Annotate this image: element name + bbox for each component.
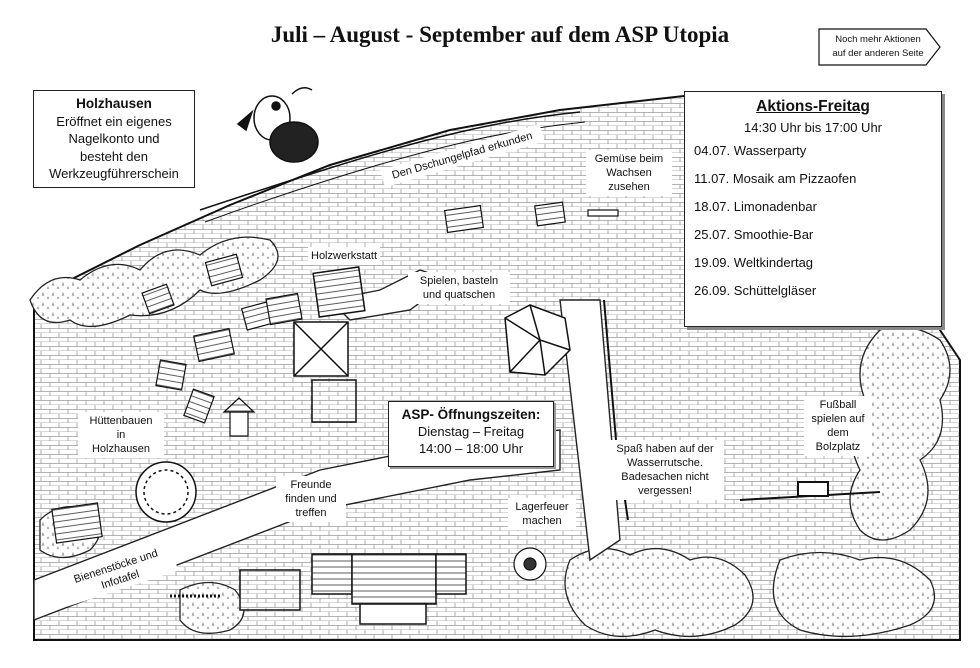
trampoline [135, 461, 197, 523]
event-item: 25.07. Smoothie-Bar [694, 227, 814, 242]
bolzplatz-goal [739, 481, 881, 501]
event-item: 18.07. Limonadenbar [694, 199, 817, 214]
campfire [513, 547, 547, 581]
aktions-freitag-box: Aktions-Freitag 14:30 Uhr bis 17:00 Uhr … [684, 91, 942, 327]
next-page-line-2: auf der anderen Seite [832, 48, 924, 59]
greenhouse [443, 201, 619, 234]
holzhausen-line: besteht den [80, 148, 148, 164]
huts [51, 253, 303, 544]
holzhausen-line: Nagelkonto und [68, 131, 160, 146]
label-holzwerkstatt: Holzwerkstatt [308, 247, 381, 265]
tower [222, 397, 256, 437]
holzhausen-info-box: Holzhausen Eröffnet ein eigenes Nagelkon… [33, 90, 195, 188]
holzwerkstatt-building [293, 266, 366, 423]
next-page-arrow[interactable]: Noch mehr Aktionen auf der anderen Seite [818, 28, 942, 66]
aktions-freitag-time: 14:30 Uhr bis 17:00 Uhr [743, 120, 883, 135]
opening-hours-heading: ASP- Öffnungszeiten: [401, 407, 541, 422]
arrow-right-icon [818, 28, 941, 66]
opening-hours-box: ASP- Öffnungszeiten: Dienstag – Freitag … [388, 401, 554, 467]
event-item: 04.07. Wasserparty [694, 143, 807, 158]
pavilion [504, 304, 571, 376]
mascot-bird-icon [236, 87, 319, 163]
event-item: 11.07. Mosaik am Pizzaofen [694, 171, 857, 186]
event-item: 26.09. Schüttelgläser [694, 283, 817, 298]
holzhausen-line: Werkzeugführerschein [49, 166, 179, 181]
holzhausen-heading: Holzhausen [76, 96, 152, 111]
page-title: Juli – August - September auf dem ASP Ut… [270, 22, 730, 47]
opening-hours: 14:00 – 18:00 Uhr [418, 441, 524, 456]
holzhausen-line: Eröffnet ein eigenes [56, 113, 172, 129]
event-item: 19.09. Weltkindertag [694, 255, 814, 270]
aktions-freitag-heading: Aktions-Freitag [756, 98, 870, 115]
main-buildings [239, 553, 467, 625]
fence-top [199, 111, 581, 211]
opening-days: Dienstag – Freitag [417, 424, 525, 439]
next-page-line-1: Noch mehr Aktionen [835, 34, 921, 45]
